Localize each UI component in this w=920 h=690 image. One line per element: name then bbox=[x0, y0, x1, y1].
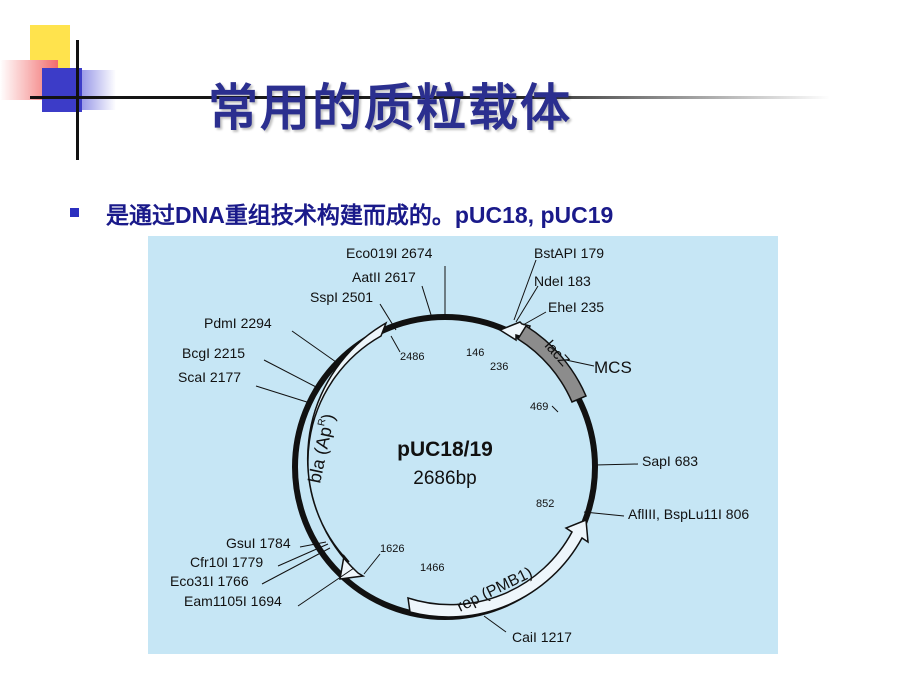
pos-852: 852 bbox=[536, 498, 554, 510]
site-sspi: SspI 2501 bbox=[310, 289, 373, 305]
site-eco0191: Eco019I 2674 bbox=[346, 245, 433, 261]
site-eco31i: Eco31I 1766 bbox=[170, 573, 249, 589]
site-aatii: AatII 2617 bbox=[352, 269, 416, 285]
site-gsui: GsuI 1784 bbox=[226, 535, 291, 551]
leader-sapi bbox=[594, 463, 639, 466]
plasmid-size: 2686bp bbox=[413, 468, 476, 489]
pos-236: 236 bbox=[490, 361, 508, 373]
site-ehei: EheI 235 bbox=[548, 299, 604, 315]
rep-arrow bbox=[407, 518, 589, 618]
plasmid-map-background bbox=[148, 236, 778, 654]
plasmid-name: pUC18/19 bbox=[397, 438, 493, 461]
position-ticks bbox=[363, 335, 559, 575]
bla-arrow bbox=[306, 321, 388, 580]
bullet-text: 是通过DNA重组技术构建而成的。pUC18, pUC19 bbox=[106, 202, 614, 228]
pos-469: 469 bbox=[530, 401, 548, 413]
mcs-label: MCS bbox=[594, 358, 632, 377]
leader-ehei bbox=[522, 311, 547, 326]
leader-sspi bbox=[379, 303, 397, 331]
bla-label-sup: R bbox=[316, 418, 328, 427]
pos-2486: 2486 bbox=[400, 351, 424, 363]
pos-1626: 1626 bbox=[380, 543, 404, 555]
slide-title: 常用的质粒载体 bbox=[208, 79, 572, 137]
site-bcgi: BcgI 2215 bbox=[182, 345, 245, 361]
site-bstapi: BstAPI 179 bbox=[534, 245, 604, 261]
leader-ndei bbox=[515, 285, 539, 323]
title-horizontal-rule bbox=[30, 96, 830, 99]
plasmid-map: pUC18/19 2686bp bla (ApR) lacZ MCS rep (… bbox=[148, 236, 778, 654]
leader-pdmi bbox=[291, 330, 337, 363]
leader-cail bbox=[483, 615, 507, 633]
site-eam1105i: Eam1105I 1694 bbox=[184, 593, 282, 609]
leader-cfr10i bbox=[277, 543, 329, 567]
tick-1626 bbox=[363, 553, 381, 575]
pos-146: 146 bbox=[466, 347, 484, 359]
leader-mcs bbox=[565, 359, 595, 367]
site-scai: ScaI 2177 bbox=[178, 369, 241, 385]
lacz-segment bbox=[516, 324, 587, 403]
tick-2486 bbox=[390, 335, 401, 353]
site-leader-lines bbox=[255, 259, 639, 633]
leader-scai bbox=[255, 385, 311, 404]
leader-eam1105i bbox=[297, 567, 355, 607]
site-sapi: SapI 683 bbox=[642, 453, 698, 469]
tick-469 bbox=[551, 405, 559, 413]
leader-gsui bbox=[299, 541, 327, 548]
leader-aflll bbox=[583, 511, 625, 517]
site-ndei: NdeI 183 bbox=[534, 273, 591, 289]
bullet-marker bbox=[70, 208, 79, 217]
site-pdmi: PdmI 2294 bbox=[204, 315, 272, 331]
leader-bstapi bbox=[513, 259, 537, 321]
pos-1466: 1466 bbox=[420, 562, 444, 574]
leader-bcgi bbox=[263, 359, 319, 389]
site-cfr10i: Cfr10I 1779 bbox=[190, 554, 263, 570]
leader-eco31i bbox=[261, 547, 331, 585]
title-vertical-rule bbox=[76, 40, 79, 160]
site-aflll: AflIII, BspLu11I 806 bbox=[628, 506, 749, 522]
leader-aatii bbox=[421, 285, 433, 319]
site-cail: CaiI 1217 bbox=[512, 629, 572, 645]
corner-blue-square bbox=[42, 68, 82, 112]
corner-blue-fade bbox=[82, 70, 116, 110]
bla-label-close: ) bbox=[318, 412, 339, 422]
